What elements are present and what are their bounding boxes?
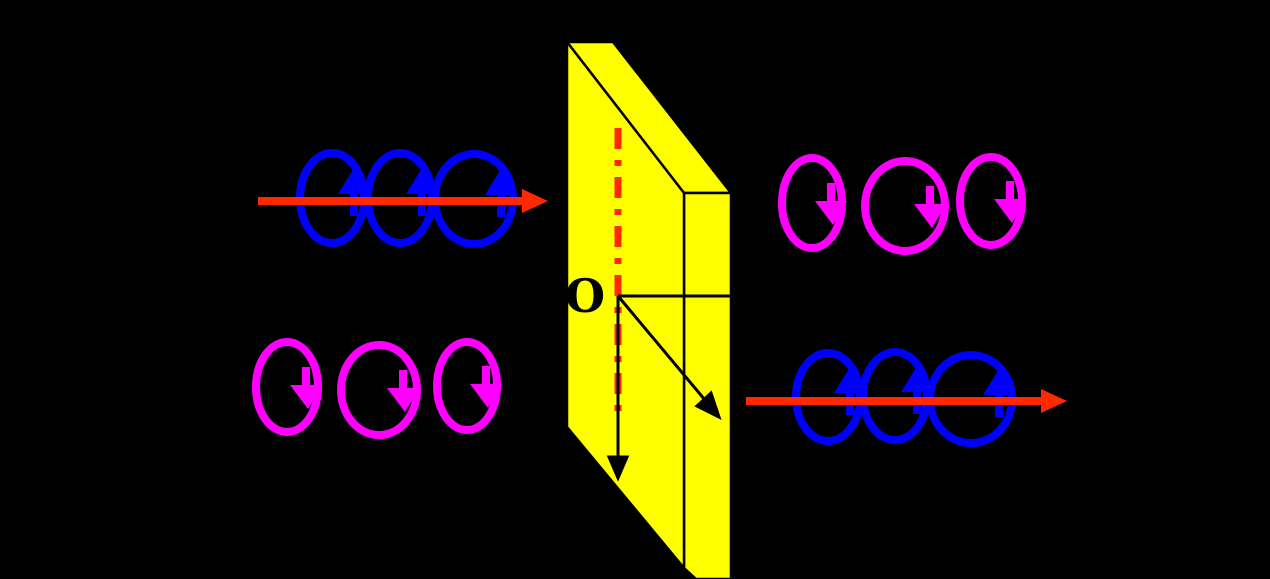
vertical-ray-arrowhead-icon (606, 455, 630, 482)
diagonal-ray-arrowhead-icon (694, 390, 722, 420)
spin-down-arrowhead-icon (470, 384, 502, 408)
propagation-arrowhead-icon (522, 189, 548, 213)
diagonal-ray-shaft (616, 295, 707, 401)
spin-down-arrowhead-icon (914, 204, 946, 228)
polarization-loop (861, 157, 949, 255)
spin-up-arrowhead-icon (901, 366, 933, 392)
beam-transmitted-top (778, 153, 1026, 255)
origin-label: O (565, 269, 605, 323)
propagation-arrowhead-icon (1041, 389, 1067, 413)
beams (252, 149, 1067, 447)
beam-incident-bottom (252, 338, 502, 439)
spin-up-arrowhead-icon (406, 168, 438, 194)
spin-down-arrowhead-icon (994, 199, 1026, 223)
spin-down-arrowhead-icon (290, 385, 322, 409)
spin-up-arrowhead-icon (983, 369, 1015, 395)
spin-up-arrowhead-icon (834, 367, 866, 393)
spin-down-arrowhead-icon (815, 201, 847, 225)
beam-incident-top (258, 149, 548, 248)
spin-up-arrowhead-icon (338, 168, 370, 194)
waveplate (564, 38, 734, 579)
internal-rays (606, 294, 757, 482)
beam-transmitted-bottom (746, 348, 1067, 447)
spin-up-arrowhead-icon (485, 169, 517, 195)
spin-down-arrowhead-icon (387, 388, 419, 412)
waveplate-side-face (682, 191, 733, 579)
